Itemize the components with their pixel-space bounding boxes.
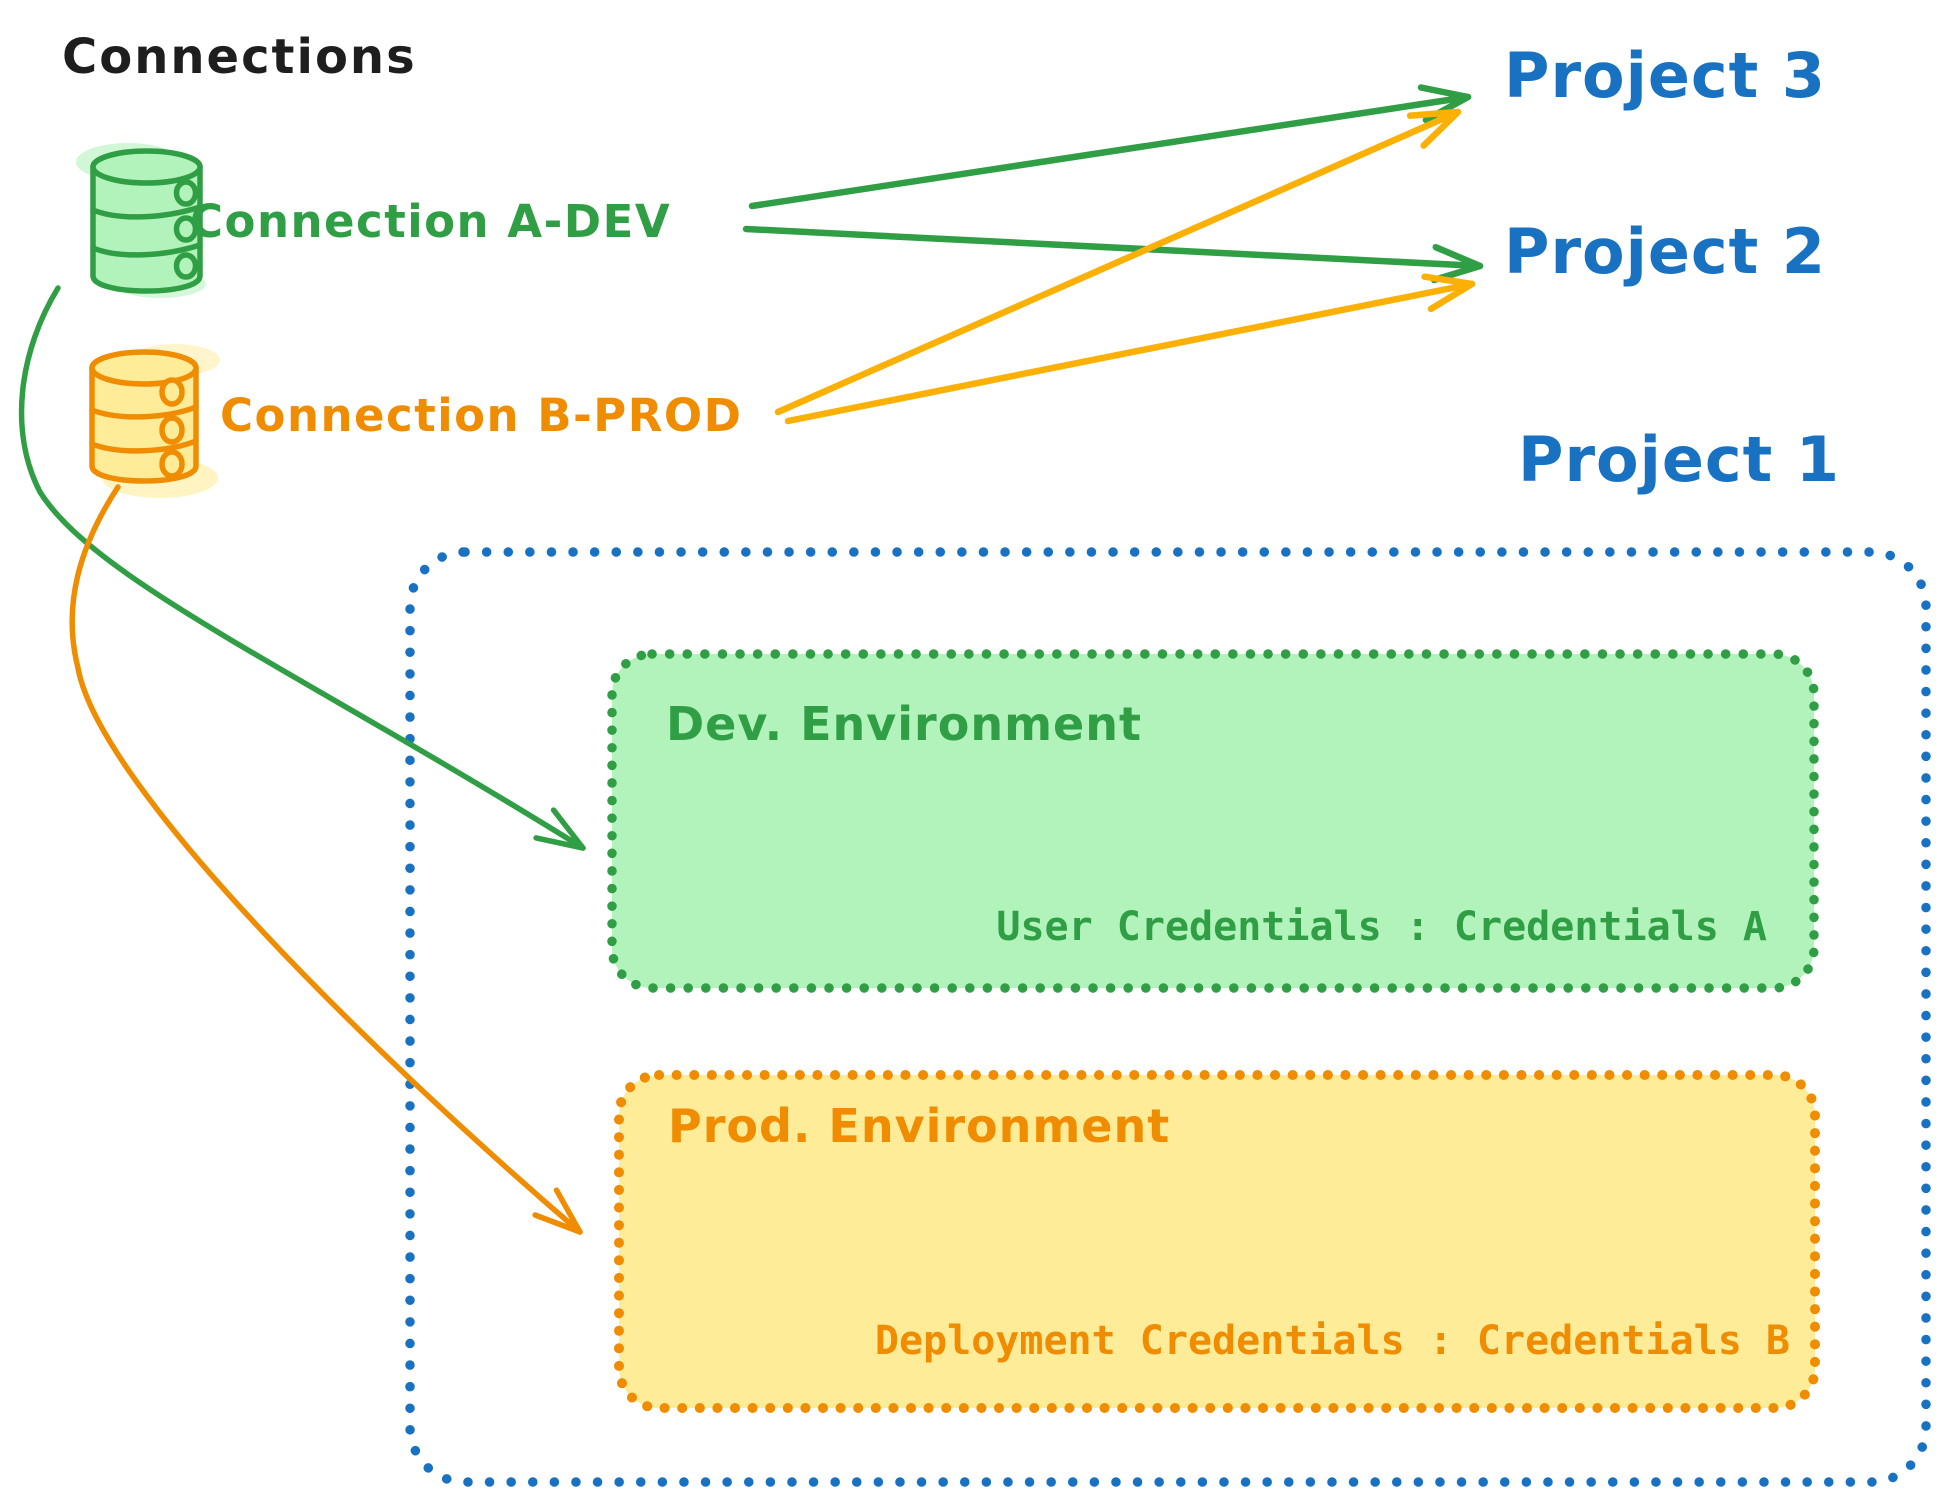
prod-environment-credentials-text: Deployment Credentials : Credentials B xyxy=(874,1318,1790,1364)
project-1-label: Project 1 xyxy=(1518,423,1841,496)
prod-environment-box xyxy=(614,1070,1820,1413)
arrow-b-prod-to-project-2 xyxy=(784,273,1476,425)
arrow-a-dev-to-project-3 xyxy=(748,84,1472,210)
arrow-b-prod-to-prod-environment xyxy=(69,484,583,1235)
diagram-title: Connections xyxy=(62,29,417,85)
dev-environment-credentials-text: User Credentials : Credentials A xyxy=(996,904,1767,950)
database-icon-a-dev xyxy=(76,143,206,298)
project-3-label: Project 3 xyxy=(1504,39,1827,112)
arrow-a-dev-to-project-2 xyxy=(742,225,1484,284)
arrow-a-dev-to-dev-environment xyxy=(18,285,586,851)
database-icon-b-prod xyxy=(89,344,220,498)
dev-environment-title: Dev. Environment xyxy=(666,697,1142,751)
connection-b-prod-label: Connection B-PROD xyxy=(220,389,743,442)
arrow-b-prod-to-project-3 xyxy=(774,108,1462,416)
prod-environment-title: Prod. Environment xyxy=(668,1099,1171,1153)
project-2-label: Project 2 xyxy=(1504,215,1827,288)
dev-environment-box xyxy=(607,649,1819,993)
connection-a-dev-label: Connection A-DEV xyxy=(190,195,672,248)
project1-container-box xyxy=(405,547,1931,1487)
